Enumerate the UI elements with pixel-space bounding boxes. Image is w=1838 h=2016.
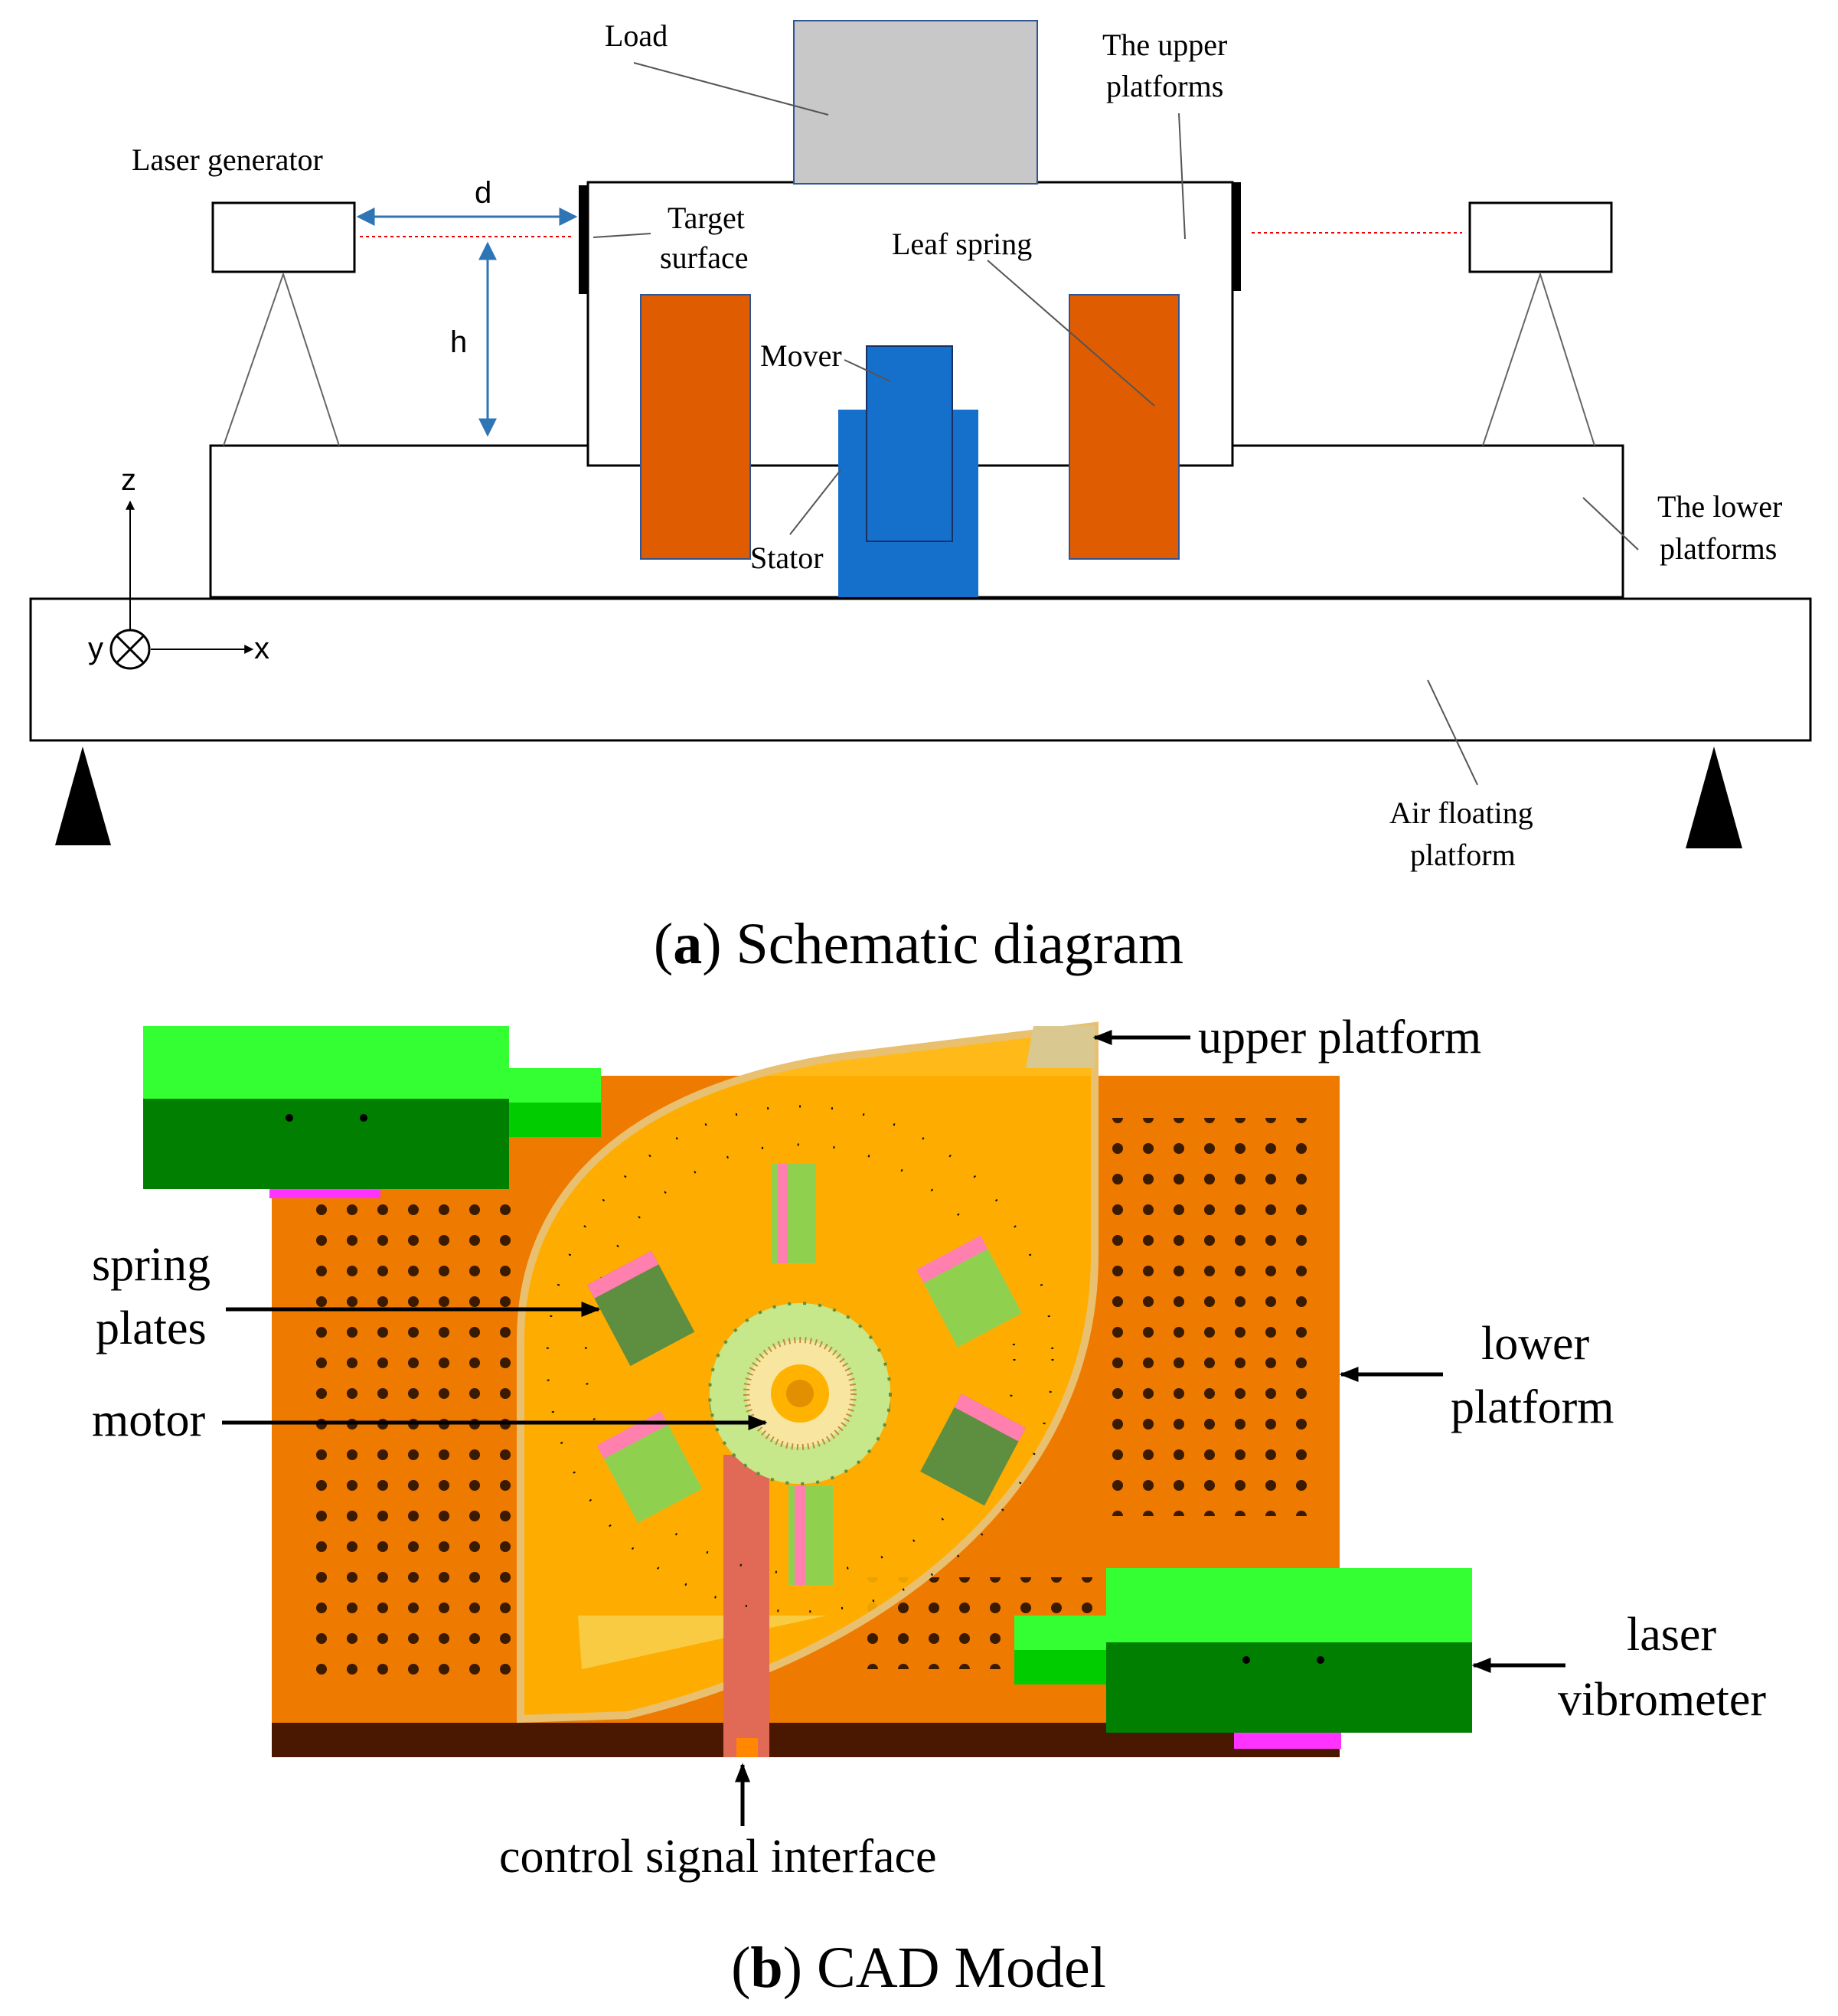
label-air-floating-2: platform <box>1410 838 1516 872</box>
caption-a: (a) Schematic diagram <box>654 912 1183 976</box>
laser-vibrometer-bottom <box>1014 1568 1472 1733</box>
caption-a-letter: a <box>673 912 702 976</box>
laser-generator-left <box>211 201 356 273</box>
label-target-2: surface <box>660 240 748 275</box>
label-load: Load <box>605 18 668 53</box>
control-signal-port <box>736 1738 758 1757</box>
label-axis-y: y <box>88 632 103 665</box>
label-laser-2: vibrometer <box>1558 1674 1766 1726</box>
label-upper-platforms-1: The upper <box>1102 28 1227 62</box>
spring-plate-upper-left <box>587 1250 695 1367</box>
label-air-floating-1: Air floating <box>1389 796 1533 830</box>
label-h: h <box>450 325 467 359</box>
support-right <box>1686 747 1742 848</box>
tripod-right <box>1482 271 1595 446</box>
label-spring-2: plates <box>96 1302 207 1354</box>
label-lower-platforms-1: The lower <box>1657 489 1782 524</box>
label-lower-2: platform <box>1451 1381 1614 1433</box>
caption-b-letter: b <box>750 1936 782 2000</box>
label-d: d <box>475 176 491 210</box>
spring-plates <box>587 1164 1026 1585</box>
label-lower-platforms-2: platforms <box>1660 531 1777 566</box>
leaf-spring-left <box>640 294 751 560</box>
load-block <box>793 20 1038 185</box>
pointer-arrows <box>222 1030 1565 1826</box>
label-stator: Stator <box>750 541 824 575</box>
label-leaf-spring: Leaf spring <box>892 227 1032 261</box>
target-surface-left <box>579 185 587 294</box>
label-axis-z: z <box>121 463 136 497</box>
leader-lines <box>593 62 1639 786</box>
cad-model: upper platform spring plates motor lower… <box>92 1011 1766 2000</box>
support-left <box>55 747 111 845</box>
cad-motor <box>708 1302 892 1485</box>
tripod-left <box>223 271 340 446</box>
label-mover: Mover <box>760 338 842 373</box>
spring-plate-bottom <box>788 1485 833 1585</box>
schematic-diagram: Load The upper platforms Laser generator… <box>29 18 1812 976</box>
label-laser-generator: Laser generator <box>132 142 323 177</box>
caption-b: (b) CAD Model <box>731 1936 1106 2000</box>
label-upper-platform: upper platform <box>1198 1011 1481 1064</box>
laser-vibrometer-top <box>143 1026 601 1189</box>
label-lower-1: lower <box>1481 1318 1590 1370</box>
spring-plate-upper-right <box>916 1235 1022 1348</box>
label-control-signal: control signal interface <box>499 1831 937 1883</box>
mover <box>866 345 953 542</box>
label-axis-x: x <box>254 632 269 665</box>
hole-grid-right <box>1095 1118 1309 1516</box>
spring-plate-top <box>772 1164 816 1263</box>
target-surface-right <box>1232 182 1241 291</box>
label-upper-platforms-2: platforms <box>1106 69 1223 103</box>
caption-a-text: Schematic diagram <box>736 912 1184 976</box>
bolt-circle <box>546 1105 1054 1613</box>
label-laser-1: laser <box>1627 1609 1716 1661</box>
label-spring-1: spring <box>92 1239 211 1291</box>
label-motor: motor <box>92 1394 205 1446</box>
axis-y-symbol <box>109 629 151 670</box>
leaf-spring-right <box>1069 294 1180 560</box>
hole-grid-left <box>306 1194 521 1684</box>
upper-platform-tab-top <box>1026 1026 1095 1068</box>
air-floating-platform <box>29 597 1812 742</box>
laser-generator-right <box>1468 201 1613 273</box>
spring-plate-lower-right <box>920 1394 1026 1506</box>
caption-b-text: CAD Model <box>817 1936 1106 2000</box>
label-target-1: Target <box>668 201 745 235</box>
